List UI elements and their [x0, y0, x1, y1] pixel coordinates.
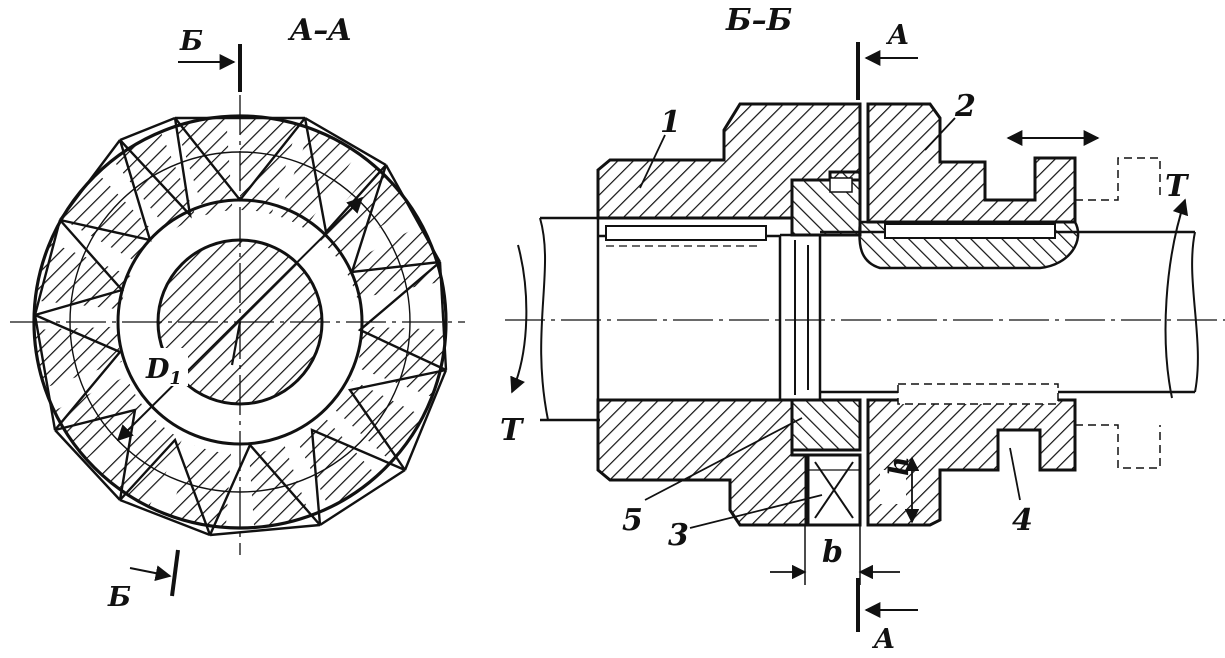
- torque-arrow-left: [510, 244, 528, 394]
- part-number-5: 5: [622, 503, 643, 538]
- ring-5-lower: [790, 398, 862, 452]
- cut-label-a-bottom: A: [871, 624, 895, 655]
- part-leaders: [639, 117, 1021, 529]
- dimension-h-label: h: [884, 456, 915, 476]
- diameter-dimension: [116, 196, 364, 442]
- dimension-b-label: b: [822, 535, 843, 570]
- left-shaft: [539, 216, 600, 422]
- pin: [829, 177, 853, 193]
- dashed-positions: [1075, 157, 1161, 469]
- part-number-1: 1: [660, 105, 681, 140]
- part-number-3: 3: [668, 518, 689, 553]
- key-2: [884, 223, 1056, 239]
- torque-label-left: T: [500, 413, 525, 448]
- dimension-b: [770, 525, 900, 585]
- cut-label-a-top: A: [885, 20, 909, 51]
- key-1: [605, 225, 767, 241]
- key-2-lower: [897, 383, 1059, 405]
- cut-label-b-bottom: Б: [107, 582, 131, 613]
- cut-mark-b-bottom: [170, 549, 180, 597]
- central-disc: [778, 233, 822, 402]
- half-coupling-1-upper: [596, 102, 862, 220]
- diameter-label-bg: [140, 348, 188, 386]
- section-aa-view: D1 Б Б A–A: [10, 13, 465, 613]
- dimension-h-label-bg: [880, 470, 906, 504]
- cut-label-b-top: Б: [179, 26, 203, 57]
- half-coupling-2-lower: [866, 398, 1077, 527]
- part-number-2: 2: [954, 89, 976, 124]
- section-aa-title: A–A: [287, 13, 352, 48]
- section-bb-view: Б–Б: [500, 3, 1225, 655]
- section-bb-title: Б–Б: [725, 3, 792, 38]
- torque-arrow-right: [1164, 198, 1189, 399]
- torque-label-right: T: [1165, 169, 1190, 204]
- diameter-label: D1: [145, 354, 182, 389]
- elastic-element-3: [806, 453, 862, 527]
- cut-arrow-b-bottom: [129, 565, 172, 582]
- diameter-leader: [230, 321, 242, 366]
- part-number-4: 4: [1012, 503, 1033, 538]
